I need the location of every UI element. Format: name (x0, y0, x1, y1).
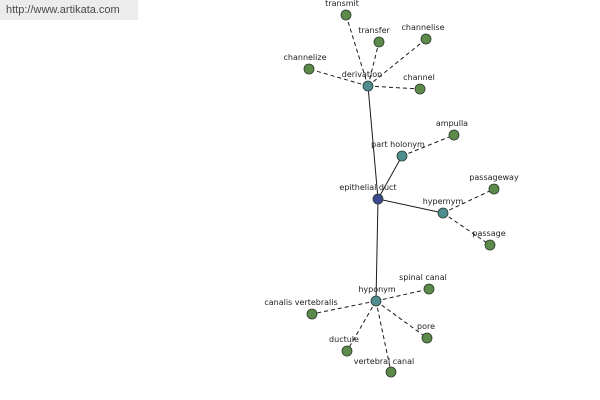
leaf-label-passage: passage (472, 229, 505, 238)
edge-derivation-channel (367, 85, 421, 90)
leaf-label-ampulla: ampulla (436, 119, 468, 128)
relation-node-derivation[interactable] (362, 80, 374, 92)
leaf-node-spinal-canal[interactable] (423, 283, 435, 295)
graph-nodes (303, 9, 500, 378)
relation-node-hyponym[interactable] (370, 295, 382, 307)
leaf-node-ductule[interactable] (341, 345, 353, 357)
edge-derivation-transmit (345, 14, 369, 87)
leaf-node-passage[interactable] (484, 239, 496, 251)
leaf-label-vertebral-canal: vertebral canal (354, 357, 415, 366)
leaf-label-transmit: transmit (325, 0, 359, 8)
edge-hyponym-spinal-canal (375, 288, 430, 302)
leaf-label-passageway: passageway (469, 173, 519, 182)
relation-label-part-holonym: part holonym (371, 140, 425, 149)
edge-derivation-channelise (367, 38, 427, 87)
graph-labels: epithelial duct derivation part holonym hyp… (264, 0, 519, 366)
leaf-node-passageway[interactable] (488, 183, 500, 195)
leaf-node-channelise[interactable] (420, 33, 432, 45)
edge-hyponym-ductule (346, 300, 377, 352)
edge-hyponym-pore (375, 300, 428, 339)
edge-center-hypernym (377, 198, 444, 214)
relation-label-hyponym: hyponym (358, 285, 396, 294)
leaf-node-transfer[interactable] (373, 36, 385, 48)
edge-center-hyponym (375, 198, 379, 302)
edge-derivation-transfer (367, 41, 380, 87)
edge-hypernym-passageway (442, 188, 495, 214)
leaf-node-pore[interactable] (421, 332, 433, 344)
edge-center-part-holonym (377, 155, 403, 200)
relation-node-part-holonym[interactable] (396, 150, 408, 162)
leaf-node-transmit[interactable] (340, 9, 352, 21)
graph-edges (308, 14, 495, 373)
leaf-label-ductule: ductule (329, 335, 359, 344)
leaf-label-channel: channel (403, 73, 435, 82)
leaf-node-channelize[interactable] (303, 63, 315, 75)
leaf-label-channelise: channelise (402, 23, 445, 32)
leaf-label-transfer: transfer (358, 26, 390, 35)
leaf-node-channel[interactable] (414, 83, 426, 95)
leaf-node-canalis-vertebralis[interactable] (306, 308, 318, 320)
edge-derivation-channelize (308, 68, 369, 87)
edge-center-derivation (367, 85, 379, 200)
leaf-label-canalis-vertebralis: canalis vertebralis (264, 298, 337, 307)
center-label-center: epithelial duct (339, 183, 396, 192)
relation-label-derivation: derivation (342, 70, 382, 79)
leaf-node-ampulla[interactable] (448, 129, 460, 141)
leaf-label-pore: pore (417, 322, 435, 331)
leaf-label-spinal-canal: spinal canal (399, 273, 447, 282)
edge-part-holonym-ampulla (401, 134, 455, 157)
relation-node-hypernym[interactable] (437, 207, 449, 219)
center-node-center[interactable] (372, 193, 384, 205)
edge-hypernym-passage (442, 212, 491, 246)
relation-label-hypernym: hypernym (423, 197, 464, 206)
watermark-url: http://www.artikata.com (0, 0, 138, 20)
leaf-label-channelize: channelize (284, 53, 327, 62)
edge-hyponym-vertebral-canal (375, 300, 392, 373)
leaf-node-vertebral-canal[interactable] (385, 366, 397, 378)
edge-hyponym-canalis-vertebralis (311, 300, 377, 315)
